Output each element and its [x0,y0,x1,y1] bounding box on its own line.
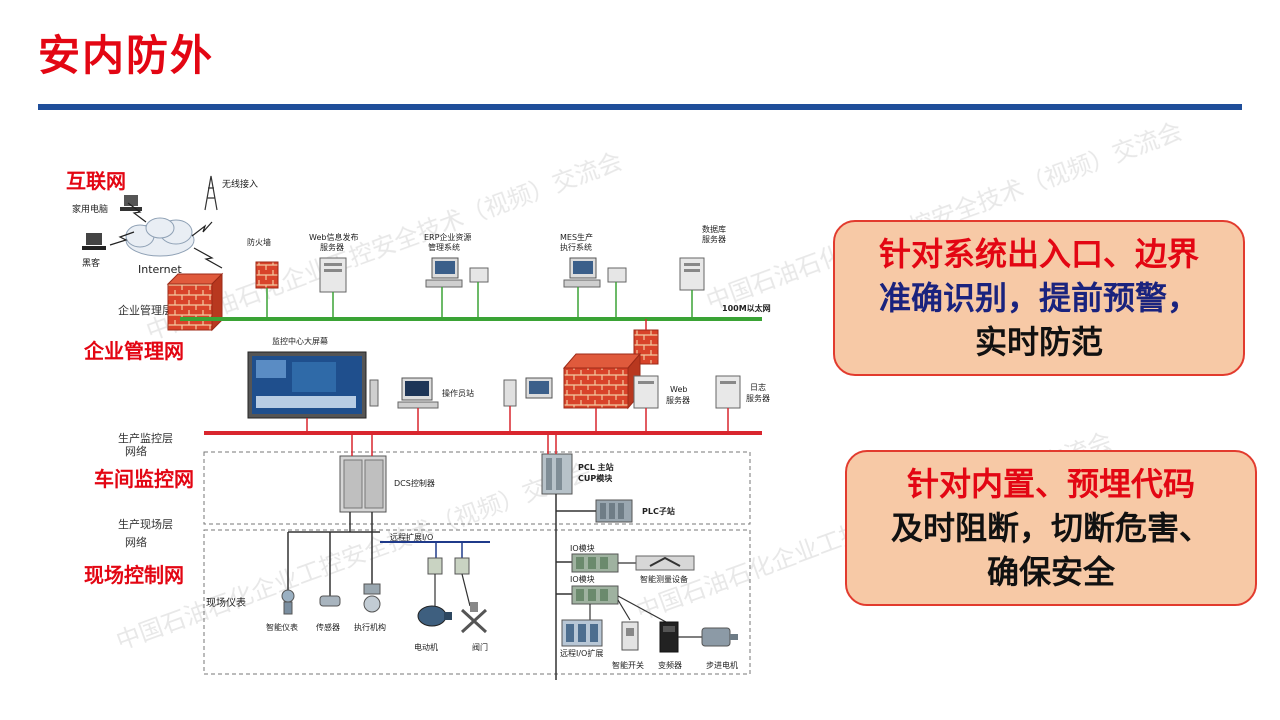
remote-io-label: 远程扩展I/O [390,532,433,542]
pcl-label-1: PCL 主站 [578,462,614,472]
monitor-workstation-icon [503,377,553,407]
caption-enterprise-layer: 企业管理层 [118,303,173,317]
actuator-label: 执行机构 [354,622,386,632]
big-screen-icon [247,351,379,419]
layer-label-internet: 互联网 [66,169,126,193]
field-instruments-label: 现场仪表 [206,596,246,609]
hacker-label: 黑客 [82,257,100,269]
mes-label-1: MES生产 [560,232,593,242]
inverter-icon [659,621,679,653]
field-zone [203,529,751,675]
callout-1-line-1: 针对系统出入口、边界 [878,235,1199,273]
valve-label: 阀门 [472,642,488,652]
wireless-tower-icon [204,175,218,211]
web-server-monitor-icon [633,375,659,409]
operator-label: 操作员站 [442,388,474,398]
dcs-controller-icon [339,455,387,513]
hacker-pc-icon [82,233,106,250]
plc-substation-icon [595,499,633,523]
lightning-firewall-icon [193,247,223,269]
web-server-label-2: 服务器 [320,242,344,252]
database-server-icon [679,257,705,291]
smart-switch-icon [621,621,639,651]
layer-label-enterprise: 企业管理网 [83,339,184,363]
callout-1-line-2: 准确识别，提前预警， [878,279,1199,317]
log-server-label-1: 日志 [750,382,766,392]
lightning-tower-icon [191,221,213,237]
home-pc-label: 家用电脑 [72,203,108,215]
big-screen-label: 监控中心大屏幕 [272,336,328,346]
mes-workstation-icon [563,257,627,288]
main-firewall-icon [166,272,224,332]
stepper-motor-icon [701,627,738,647]
sensor-label: 传感器 [316,622,340,632]
db-label-1: 数据库 [702,224,726,234]
callout-2-line-1: 针对内置、预埋代码 [906,465,1195,503]
callout-1-line-3: 实时防范 [974,323,1103,361]
operator-station-icon [397,377,439,409]
web-server-icon [319,257,347,293]
lightning-home-icon [127,202,147,223]
smart-switch-label: 智能开关 [612,660,644,670]
lightning-hacker-icon [109,231,135,246]
internet-label: Internet [138,263,182,276]
caption-monitor-layer: 生产监控层 [118,431,173,445]
db-label-2: 服务器 [702,234,726,244]
mes-label-2: 执行系统 [560,242,592,252]
stepper-label: 步进电机 [706,660,738,670]
io-module-2-label: IO模块 [570,574,595,584]
smart-measure-icon [635,555,695,571]
smart-measure-label: 智能测量设备 [640,574,688,584]
firewall-label: 防火墙 [247,237,271,247]
callout-2-line-2: 及时阻断，切断危害、 [890,509,1211,547]
callout-boundary: 针对系统出入口、边界 准确识别，提前预警， 实时防范 [833,220,1245,376]
valve-icon [460,602,488,634]
pcl-label-2: CUP模块 [578,473,613,483]
remote-io-extension-icon [561,619,603,647]
workshop-zone [203,451,751,525]
erp-label-2: 管理系统 [428,242,460,252]
caption-monitor-sub: 网络 [125,444,147,458]
wireless-label: 无线接入 [222,178,258,190]
remote-io-module-icon [427,557,470,575]
web-server-label-1: Web信息发布 [309,232,358,242]
dcs-label: DCS控制器 [394,478,435,488]
io-module-1-label: IO模块 [570,543,595,553]
layer-label-field: 现场控制网 [84,563,184,587]
smart-instrument-label: 智能仪表 [266,622,298,632]
sensor-icon [319,595,341,607]
actuator-icon [363,583,381,613]
io-module-1-icon [571,553,619,573]
ethernet-label: 100M以太网 [722,303,771,313]
title-underline [38,104,1242,110]
monitor-firewall-icon [562,352,642,410]
layer-label-workshop: 车间监控网 [94,467,194,491]
caption-field-layer: 生产现场层 [118,517,173,531]
io-module-2-icon [571,585,619,605]
caption-field-sub: 网络 [125,535,147,549]
firewall-small-icon [255,261,279,289]
web-monitor-label-1: Web [670,385,687,394]
motor-label: 电动机 [414,642,438,652]
log-server-icon [715,375,741,409]
internet-zone: 家用电脑 黑客 Internet 无线接入 [72,175,258,276]
erp-label-1: ERP企业资源 [424,232,471,242]
smart-instrument-icon [281,589,295,615]
web-monitor-label-2: 服务器 [666,395,690,405]
internet-cloud-icon [125,217,195,257]
callout-embedded-code: 针对内置、预埋代码 及时阻断，切断危害、 确保安全 [845,450,1257,606]
log-server-label-2: 服务器 [746,393,770,403]
home-pc-icon [120,195,142,211]
motor-icon [417,605,452,627]
erp-workstation-icon [425,257,489,288]
callout-2-line-3: 确保安全 [986,553,1115,591]
inverter-label: 变频器 [658,660,682,670]
remote-io-ext-label: 远程I/O扩展 [560,648,603,658]
slide-title: 安内防外 [38,31,215,80]
plc-sub-label: PLC子站 [642,506,675,516]
pcl-master-icon [541,453,573,495]
